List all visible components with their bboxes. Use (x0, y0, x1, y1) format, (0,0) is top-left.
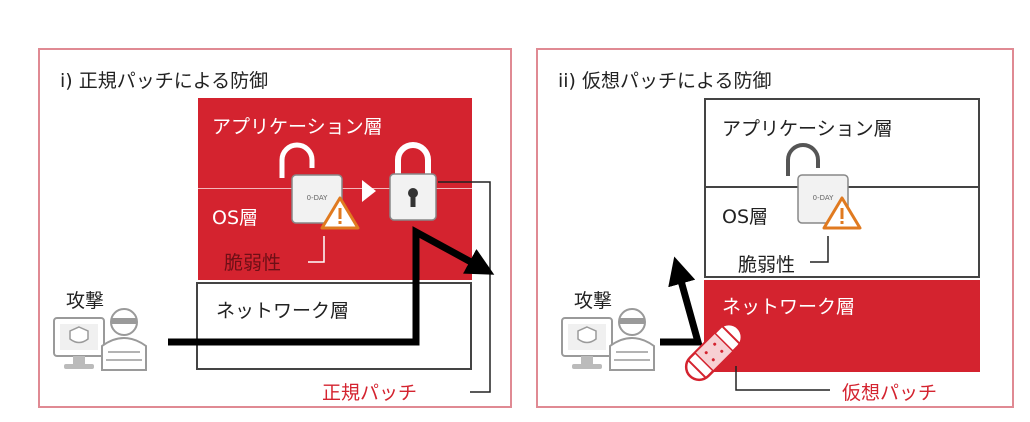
attack-label: 攻撃 (66, 290, 105, 312)
vulnerability-label: 脆弱性 (738, 254, 796, 276)
attacker-icon (561, 308, 655, 371)
transition-arrow-icon (362, 180, 376, 202)
layer-label: アプリケーション層 (212, 116, 383, 138)
regular-patch-bracket (438, 181, 491, 393)
virtual-patch-pointer (735, 366, 830, 391)
layer-label: OS層 (722, 206, 769, 228)
closed-padlock-icon (389, 142, 437, 221)
attack-label: 攻撃 (574, 290, 613, 312)
network-layer: ネットワーク層 (704, 280, 980, 372)
attack-arrow (660, 256, 703, 346)
zero-day-tag: 0-DAY (307, 194, 328, 202)
vulnerability-pointer (810, 236, 829, 263)
network-layer: ネットワーク層 (196, 282, 472, 370)
attack-arrow (168, 226, 495, 346)
warning-icon (822, 196, 862, 230)
regular-patch-label: 正規パッチ (322, 382, 418, 404)
vulnerability-pointer (308, 236, 325, 263)
attacker-icon (53, 308, 147, 371)
panel-title: ii) 仮想パッチによる防御 (558, 70, 772, 92)
bandage-icon (684, 322, 744, 382)
zero-day-tag: 0-DAY (813, 194, 834, 202)
virtual-patch-label: 仮想パッチ (842, 382, 938, 404)
layer-label: ネットワーク層 (216, 300, 350, 322)
layer-label: ネットワーク層 (722, 296, 856, 318)
panel-title: i) 正規パッチによる防御 (60, 70, 269, 92)
warning-icon (320, 196, 360, 230)
vulnerability-label: 脆弱性 (224, 252, 282, 274)
layer-label: OS層 (212, 207, 259, 229)
layer-label: アプリケーション層 (722, 118, 893, 140)
